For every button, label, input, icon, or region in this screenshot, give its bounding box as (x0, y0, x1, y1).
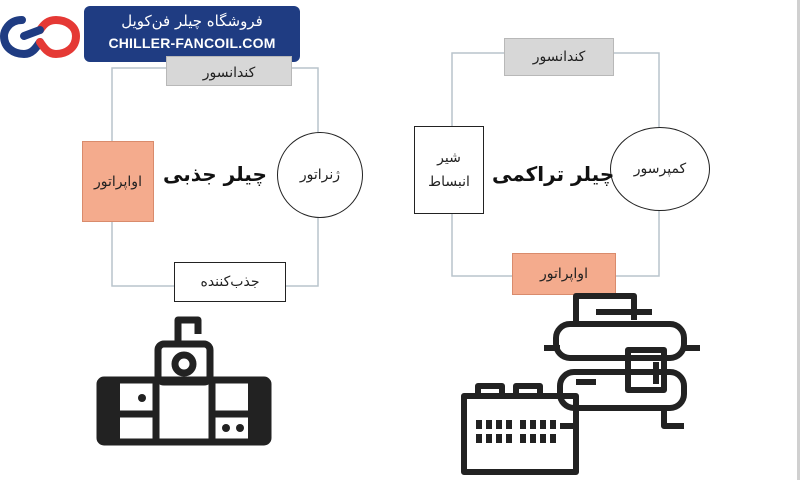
valve-label-1: شیر (437, 150, 461, 166)
compression-chiller-title: چیلر تراکمی (492, 162, 615, 186)
expansion-valve-box: شیر انبساط (414, 126, 484, 214)
absorber-box: جذب‌کننده (174, 262, 286, 302)
brand-banner[interactable]: فروشگاه چیلر فن‌کویل CHILLER-FANCOIL.COM (84, 6, 300, 62)
brand-name-en: CHILLER-FANCOIL.COM (108, 35, 276, 51)
generator-circle: ژنراتور (277, 132, 363, 218)
absorption-evaporator: اواپراتور (82, 141, 154, 222)
right-edge-line (797, 0, 800, 480)
compression-condenser: کندانسور (504, 38, 614, 76)
compression-evaporator: اواپراتور (512, 253, 616, 295)
brand-name-fa: فروشگاه چیلر فن‌کویل (121, 12, 263, 30)
absorption-chiller-icon (96, 316, 272, 446)
brand-logo-icon (0, 15, 80, 59)
compression-chiller-icon (461, 293, 700, 475)
compressor-circle: کمپرسور (610, 127, 710, 211)
valve-label-2: انبساط (428, 174, 470, 190)
absorption-chiller-title: چیلر جذبی (163, 162, 267, 186)
absorption-condenser: کندانسور (166, 56, 292, 86)
